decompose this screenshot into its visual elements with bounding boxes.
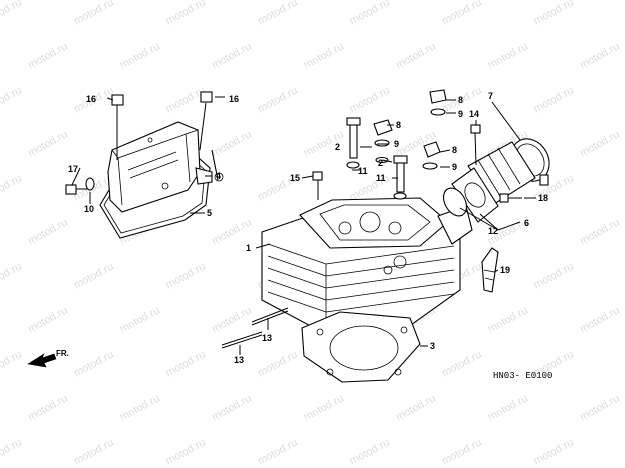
studs <box>221 307 289 349</box>
callout-12: 12 <box>488 226 498 236</box>
diagram-code: HN03- E0100 <box>493 371 552 381</box>
callout-9: 9 <box>394 139 399 149</box>
callout-2: 2 <box>378 158 383 168</box>
cylinder-head <box>261 197 499 331</box>
callout-13: 13 <box>234 355 244 365</box>
callout-1: 1 <box>246 243 251 253</box>
callout-5: 5 <box>207 208 212 218</box>
callout-11: 11 <box>358 166 368 176</box>
head-cover <box>65 91 224 239</box>
leader-lines <box>71 96 536 355</box>
callout-8: 8 <box>396 120 401 130</box>
callout-15: 15 <box>290 173 300 183</box>
callout-6: 6 <box>524 218 529 228</box>
callout-16: 16 <box>229 94 239 104</box>
callout-13: 13 <box>262 333 272 343</box>
callout-18: 18 <box>538 193 548 203</box>
callout-4: 4 <box>216 171 221 181</box>
callout-2: 2 <box>335 142 340 152</box>
valve-hardware <box>312 89 447 200</box>
callout-10: 10 <box>84 204 94 214</box>
callout-9: 9 <box>458 109 463 119</box>
callout-17: 17 <box>68 164 78 174</box>
callout-11: 11 <box>376 173 386 183</box>
callout-9: 9 <box>452 162 457 172</box>
callout-7: 7 <box>488 91 493 101</box>
front-direction-indicator: FR. <box>27 349 69 368</box>
front-arrow-icon <box>27 353 57 368</box>
front-label: FR. <box>56 349 69 358</box>
callouts: 16 16 4 5 17 10 1 15 2 2 8 9 11 11 8 9 8… <box>68 91 548 365</box>
head-gasket <box>301 311 421 383</box>
callout-8: 8 <box>458 95 463 105</box>
callout-8: 8 <box>452 145 457 155</box>
callout-16: 16 <box>86 94 96 104</box>
callout-14: 14 <box>469 109 479 119</box>
intake-pipe <box>442 124 550 223</box>
callout-19: 19 <box>500 265 510 275</box>
callout-3: 3 <box>430 341 435 351</box>
